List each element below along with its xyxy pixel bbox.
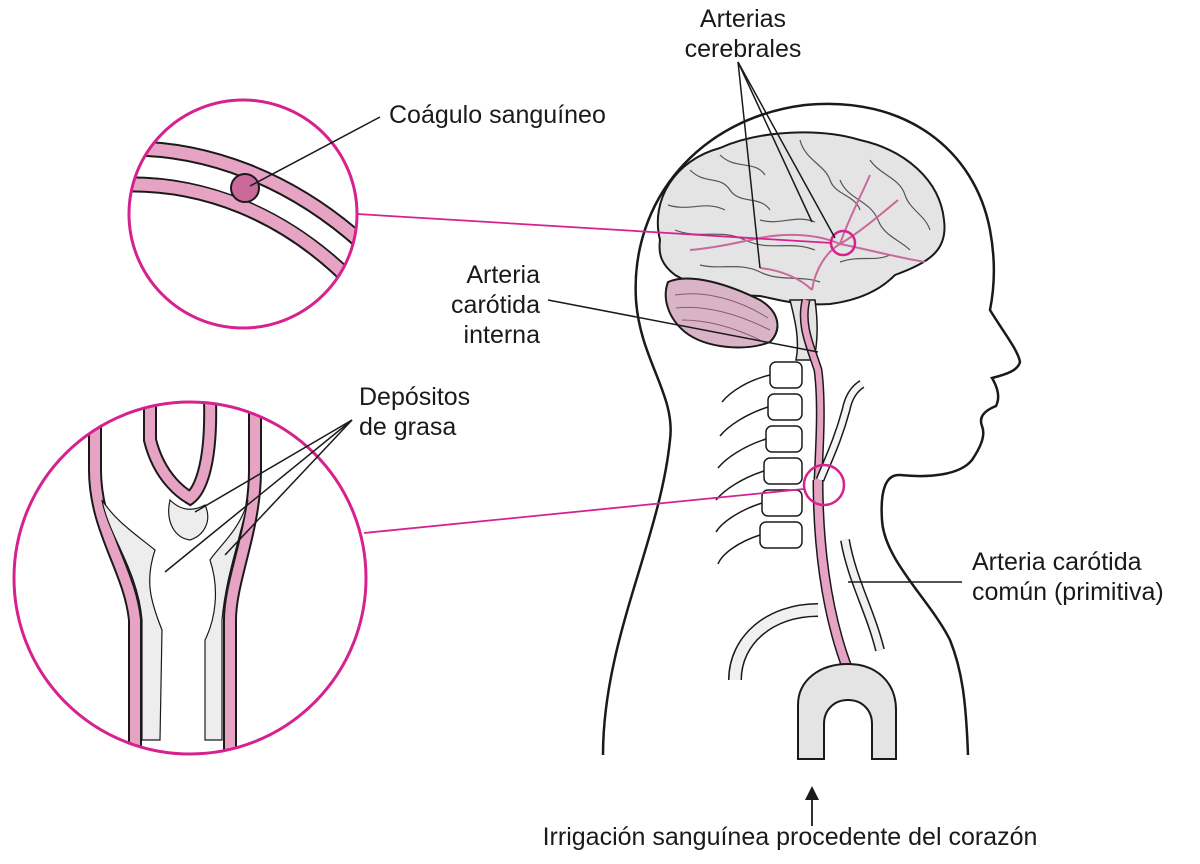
plaque-connector-line <box>363 488 805 534</box>
label-internal-carotid: Arteria carótida interna <box>420 260 540 350</box>
label-blood-supply: Irrigación sanguínea procedente del cora… <box>542 823 1038 851</box>
label-common-carotid: Arteria carótida común (primitiva) <box>972 547 1164 607</box>
label-line: cerebrales <box>684 35 802 63</box>
fat-deposit-left <box>101 499 163 741</box>
aortic-arch <box>797 662 897 760</box>
fat-deposit-right <box>204 499 249 741</box>
label-line: Arterias <box>699 5 787 33</box>
head-silhouette <box>601 102 1022 756</box>
label-line: carótida <box>451 291 540 319</box>
label-line: de grasa <box>359 413 457 441</box>
label-line: común (primitiva) <box>972 578 1164 606</box>
label-line: Arteria <box>466 261 540 289</box>
leader-lines <box>164 61 962 583</box>
label-line: interna <box>463 321 540 349</box>
up-arrow-icon <box>805 786 819 826</box>
label-line: Arteria carótida <box>972 548 1142 576</box>
blood-clot <box>230 173 260 203</box>
label-line: Depósitos <box>359 383 471 411</box>
cervical-spine <box>715 361 803 565</box>
plaque-magnified-view <box>12 400 368 756</box>
carotid-arteries <box>728 298 897 760</box>
label-fat-deposits: Depósitos de grasa <box>359 382 470 442</box>
fat-deposit-bifurcation <box>168 498 209 541</box>
clot-magnified-view <box>127 98 359 330</box>
clot-connector-line <box>356 213 833 244</box>
label-cerebral-arteries: Arterias cerebrales <box>658 4 828 64</box>
carotid-plaque-highlight <box>802 463 846 507</box>
label-blood-clot: Coágulo sanguíneo <box>389 101 606 129</box>
